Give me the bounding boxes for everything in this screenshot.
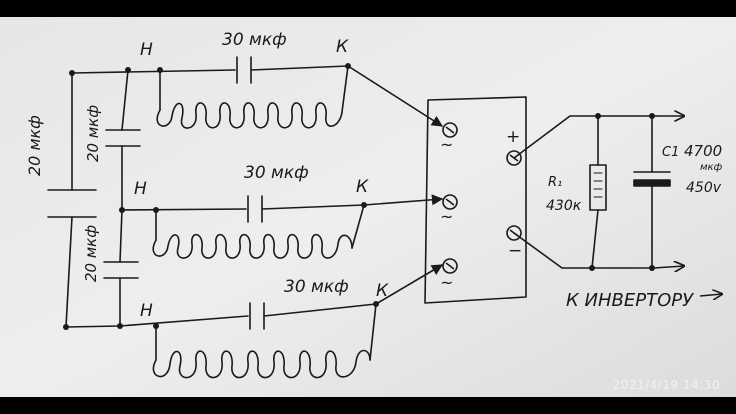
top-arrow-to-bridge bbox=[347, 65, 443, 127]
junction-dot bbox=[119, 207, 125, 213]
series-cap-wire-a bbox=[121, 69, 129, 131]
plus-label: + bbox=[506, 127, 520, 147]
top-coil bbox=[156, 102, 343, 129]
left-big-cap-label: 20 мкф bbox=[25, 115, 44, 176]
bot-coil-lead-right bbox=[369, 303, 377, 361]
junction-dot bbox=[117, 323, 123, 329]
inverter-label: К ИНВЕРТОРУ bbox=[566, 290, 694, 311]
terminal-slot bbox=[509, 229, 519, 237]
circuit-diagram: 30 мкф Н К 30 мкф Н К 30 мкф Н К 20 мкф … bbox=[0, 17, 736, 397]
letterbox-bottom bbox=[0, 397, 736, 414]
resistor-body bbox=[589, 164, 607, 211]
ac-terminal-1 bbox=[442, 122, 458, 138]
bot-k-label: К bbox=[376, 281, 389, 301]
junction-dot bbox=[649, 113, 655, 119]
c1-plate-bottom bbox=[633, 179, 671, 187]
top-cap-label: 30 мкф bbox=[222, 30, 287, 50]
top-row-wire-left bbox=[71, 69, 236, 74]
terminal-slot bbox=[509, 154, 519, 162]
junction-dot bbox=[157, 67, 163, 73]
left-lower-cap-label: 20 мкф bbox=[82, 225, 100, 282]
resistor-lead-bottom bbox=[591, 209, 599, 269]
minus-label: − bbox=[508, 241, 522, 261]
c1-name-label: C1 bbox=[662, 145, 679, 160]
photo-timestamp: 2021/4/19 14:30 bbox=[612, 378, 720, 392]
inverter-arrow bbox=[699, 294, 722, 296]
left-cap-lower-wire bbox=[65, 216, 73, 328]
paper-sheet: 30 мкф Н К 30 мкф Н К 30 мкф Н К 20 мкф … bbox=[0, 17, 736, 397]
bot-cap-label: 30 мкф bbox=[284, 277, 349, 297]
junction-dot bbox=[153, 207, 159, 213]
series-cap-wire-c bbox=[119, 209, 123, 263]
top-k-label: К bbox=[336, 37, 349, 57]
mid-cap-label: 30 мкф bbox=[244, 163, 309, 183]
mid-coil-lead-right bbox=[351, 204, 365, 249]
ac-terminal-2 bbox=[442, 194, 458, 210]
mid-k-label: К bbox=[356, 177, 369, 197]
junction-dot bbox=[649, 265, 655, 271]
junction-dot bbox=[595, 113, 601, 119]
mid-row-wire-left bbox=[121, 208, 247, 211]
c1-value-label: 4700 bbox=[684, 142, 722, 160]
paper-background bbox=[0, 17, 736, 397]
junction-dot bbox=[361, 202, 367, 208]
bot-arrow-to-bridge bbox=[375, 264, 443, 305]
bottom-rail-arrow bbox=[653, 266, 684, 268]
minus-terminal bbox=[506, 225, 522, 241]
letterbox-top bbox=[0, 0, 736, 17]
junction-dot bbox=[373, 301, 379, 307]
junction-dot bbox=[589, 265, 595, 271]
top-n-label: Н bbox=[140, 40, 153, 60]
mid-n-label: Н bbox=[134, 179, 147, 199]
mid-arrow-to-bridge bbox=[363, 194, 444, 206]
resistor-value-label: 430к bbox=[546, 198, 582, 214]
top-row-wire-right bbox=[250, 65, 349, 71]
left-upper-cap-label: 20 мкф bbox=[84, 105, 102, 162]
plus-output-wire bbox=[513, 115, 659, 159]
resistor-hatch bbox=[593, 172, 603, 198]
junction-dot bbox=[345, 63, 351, 69]
bot-n-label: Н bbox=[140, 301, 153, 321]
ac-terminal-3 bbox=[442, 258, 458, 274]
terminal-slot bbox=[445, 126, 455, 134]
top-coil-lead-right bbox=[341, 65, 349, 113]
bottom-row-wire-right bbox=[263, 303, 377, 317]
tilde-label-2: ~ bbox=[440, 207, 453, 226]
c1-unit-label: мкф bbox=[700, 162, 723, 173]
bot-coil bbox=[152, 349, 371, 379]
junction-dot bbox=[63, 324, 69, 330]
plus-terminal bbox=[506, 150, 522, 166]
tilde-label-1: ~ bbox=[440, 135, 453, 154]
mid-row-wire-right bbox=[261, 204, 365, 210]
diode-bridge-box bbox=[424, 96, 527, 304]
mid-coil bbox=[152, 233, 353, 259]
resistor-name-label: R₁ bbox=[548, 175, 562, 190]
terminal-slot bbox=[445, 262, 455, 270]
minus-output-wire bbox=[513, 232, 655, 269]
junction-dot bbox=[153, 323, 159, 329]
tilde-label-3: ~ bbox=[440, 273, 453, 292]
c1-voltage-label: 450v bbox=[686, 180, 722, 196]
junction-dot bbox=[69, 70, 75, 76]
terminal-slot bbox=[445, 198, 455, 206]
junction-dot bbox=[125, 67, 131, 73]
